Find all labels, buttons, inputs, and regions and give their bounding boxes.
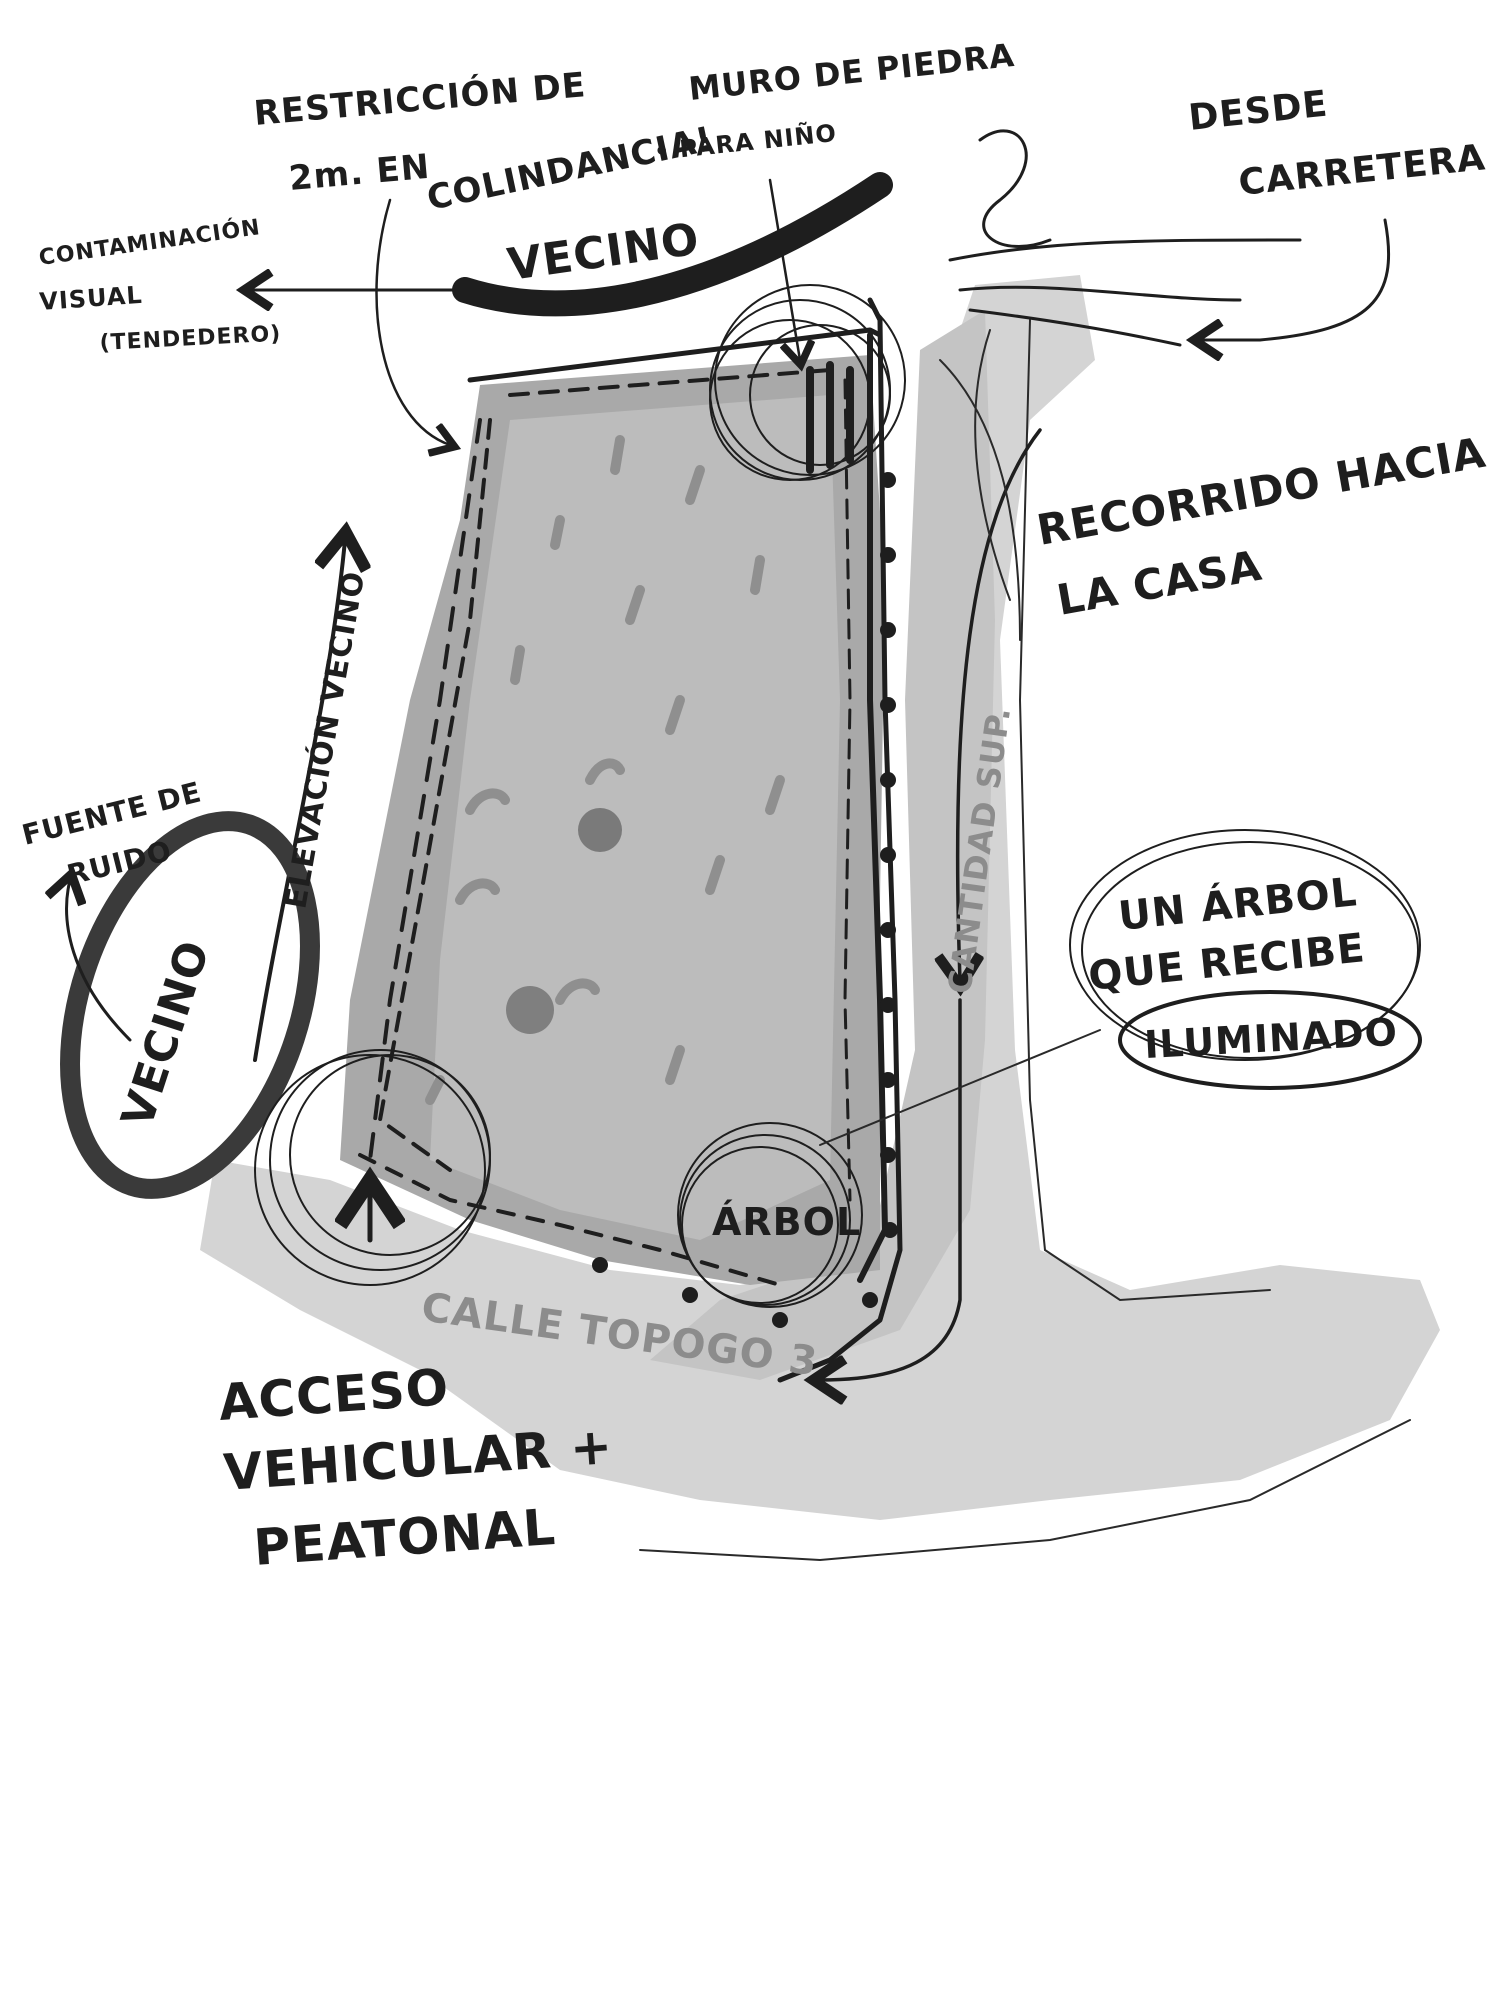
lot-right-dashed	[843, 378, 852, 1202]
vegetation-marks	[425, 435, 785, 1105]
muro-circle	[709, 284, 906, 481]
lot-inner-dashed	[378, 368, 832, 1172]
restriccion-arrow	[375, 198, 451, 445]
neighbor-left-ring	[60, 811, 320, 1199]
un-arbol-circle	[1069, 829, 1421, 1061]
neighbor-wall-top	[452, 172, 893, 317]
restriccion-label-1: RESTRICCIÓN DE	[252, 64, 587, 134]
acceso-label-1: ACCESO	[217, 1358, 451, 1432]
iluminado-label: ILUMINADO	[1143, 1010, 1399, 1067]
acceso-label-3: PEATONAL	[252, 1498, 558, 1577]
recorrido-arrow-right	[958, 428, 1042, 980]
vegetation-blob	[578, 808, 622, 852]
recorrido-label-2: LA CASA	[1053, 541, 1265, 625]
muro-label: MURO DE PIEDRA	[687, 36, 1017, 108]
restriccion-label-2: 2m. EN	[287, 147, 431, 199]
recorrido-scribbles	[939, 329, 1021, 641]
elevacion-arrow	[253, 540, 345, 1062]
recorrido-path	[777, 297, 903, 1383]
acceso-circle	[254, 1049, 491, 1286]
arbol-label: ÁRBOL	[712, 1200, 861, 1244]
acceso-label-2: VEHICULAR +	[222, 1417, 615, 1502]
lot-top-edge	[467, 327, 883, 383]
recorrido-arrow-bottom	[820, 998, 962, 1380]
arbol-circle	[677, 1122, 863, 1308]
street-edge-line	[639, 319, 1411, 1562]
lot-right-edge	[857, 332, 888, 1283]
colindancia-label: COLINDANCIA!	[424, 119, 717, 219]
muro-arrow	[768, 178, 800, 360]
lot-left-dashed	[368, 418, 482, 1162]
carretera-scribble	[948, 129, 1302, 347]
elevacion-label: ELEVACIÓN VECINO	[276, 568, 372, 911]
iluminado-ring	[1118, 990, 1422, 1090]
ruido-arrow	[67, 880, 132, 1042]
contaminacion-label-3: (TENDEDERO)	[99, 322, 282, 356]
lot-bottom-dashed	[358, 1153, 782, 1287]
carretera-arrow	[1200, 218, 1390, 340]
carretera-label-1: DESDE	[1187, 84, 1330, 139]
street-wash-shadow	[650, 310, 995, 1380]
street-wash	[200, 275, 1440, 1520]
arbol-connector	[819, 1029, 1101, 1146]
contaminacion-label-2: VISUAL	[38, 281, 143, 316]
recorrido-label-1: RECORRIDO HACIA	[1033, 428, 1489, 555]
muro-hatching	[806, 361, 854, 474]
carretera-label-2: CARRETERA	[1237, 137, 1488, 204]
contaminacion-label-1: CONTAMINACIÓN	[37, 214, 262, 271]
vecino-left-label: VECINO	[112, 934, 220, 1133]
vegetation-blob	[506, 986, 554, 1034]
